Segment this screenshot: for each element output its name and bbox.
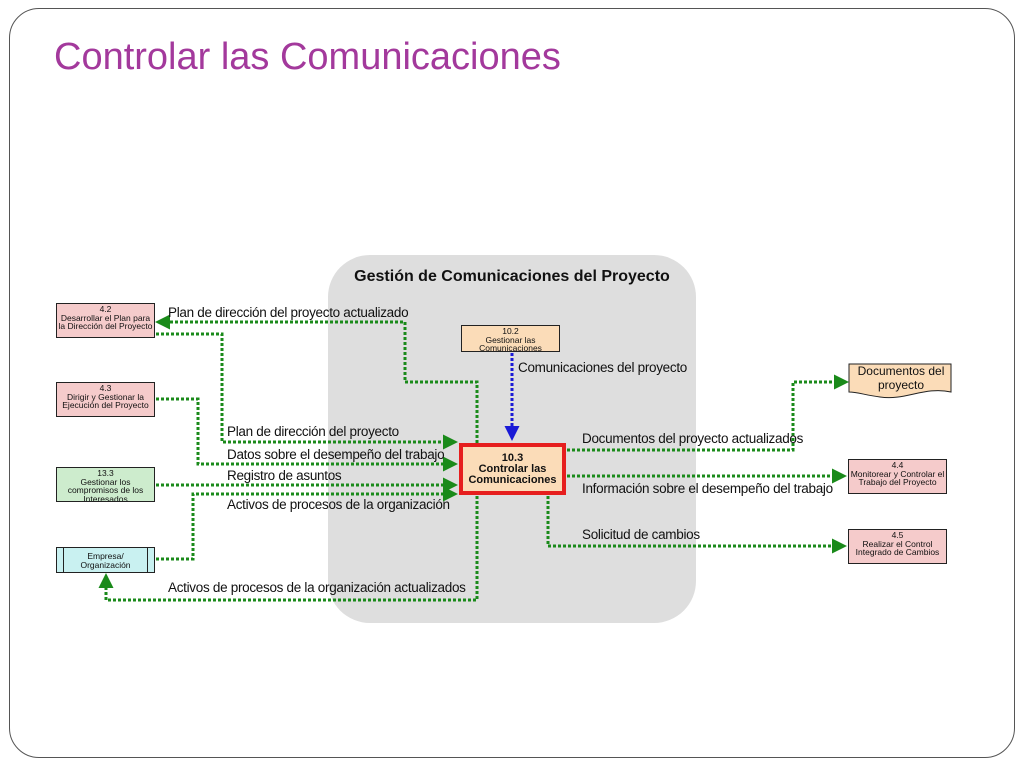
flow-comunicaciones-label: Comunicaciones del proyecto [518, 360, 687, 375]
flow-activos-actualizados-arrow [98, 496, 479, 602]
process-10-3-number: 10.3 [501, 452, 524, 464]
flow-docs-actualizados-label: Documentos del proyecto actualizados [582, 431, 804, 446]
flow-registro-label: Registro de asuntos [227, 468, 342, 483]
flow-activos-arrow [156, 486, 458, 561]
process-4-2-label: Desarrollar el Plan para la Dirección de… [58, 312, 153, 331]
process-13-3-number: 13.3 [97, 468, 114, 478]
process-10-3: 10.3 Controlar las Comunicaciones [459, 443, 566, 495]
process-10-3-label-line1: Controlar las [478, 463, 547, 475]
process-4-4-label: Monitorear y Controlar el Trabajo del Pr… [850, 468, 945, 487]
process-4-5-number: 4.5 [891, 530, 904, 540]
flow-docs-actualizados-arrow [567, 374, 849, 452]
flow-solicitud-arrow [546, 496, 847, 554]
process-4-5-label: Realizar el Control Integrado de Cambios [855, 538, 940, 557]
flow-datos-label: Datos sobre el desempeño del trabajo [227, 447, 445, 462]
documentos-label: Documentos del proyecto [857, 364, 945, 392]
process-4-5: 4.5 Realizar el Control Integrado de Cam… [848, 529, 947, 564]
empresa-left-lane [59, 548, 64, 572]
empresa-right-lane [147, 548, 152, 572]
process-4-4: 4.4 Monitorear y Controlar el Trabajo de… [848, 459, 947, 494]
process-4-2-number: 4.2 [99, 304, 112, 314]
flow-plan-actualizado-label: Plan de dirección del proyecto actualiza… [168, 305, 409, 320]
empresa-organizacion: Empresa/ Organización [56, 547, 155, 573]
flow-datos-arrow [156, 397, 458, 472]
flow-plan-arrow [156, 332, 458, 450]
process-10-2-number: 10.2 [502, 326, 519, 336]
process-13-3: 13.3 Gestionar los compromisos de los In… [56, 467, 155, 502]
documentos-shape [848, 363, 952, 399]
flow-activos-label: Activos de procesos de la organización [227, 497, 450, 512]
flow-plan-label: Plan de dirección del proyecto [227, 424, 399, 439]
process-4-2: 4.2 Desarrollar el Plan para la Direcció… [56, 303, 155, 338]
process-4-3-label: Dirigir y Gestionar la Ejecución del Pro… [62, 391, 149, 410]
process-10-3-label-line2: Comunicaciones [468, 474, 557, 486]
process-4-3-number: 4.3 [99, 383, 112, 393]
process-4-3: 4.3 Dirigir y Gestionar la Ejecución del… [56, 382, 155, 417]
process-10-2: 10.2 Gestionar las Comunicaciones [461, 325, 560, 352]
process-group-title: Gestión de Comunicaciones del Proyecto [354, 268, 670, 285]
empresa-label: Empresa/ Organización [80, 551, 131, 570]
process-4-4-number: 4.4 [891, 460, 904, 470]
flow-plan-actualizado-arrow [155, 314, 479, 443]
process-10-2-label: Gestionar las Comunicaciones [479, 334, 542, 352]
flow-solicitud-label: Solicitud de cambios [582, 527, 700, 542]
process-13-3-label: Gestionar los compromisos de los Interes… [67, 476, 144, 502]
slide-title: Controlar las Comunicaciones [54, 36, 561, 78]
flow-activos-actualizados-label: Activos de procesos de la organización a… [168, 580, 466, 595]
flow-info-desempeno-label: Información sobre el desempeño del traba… [582, 481, 833, 496]
